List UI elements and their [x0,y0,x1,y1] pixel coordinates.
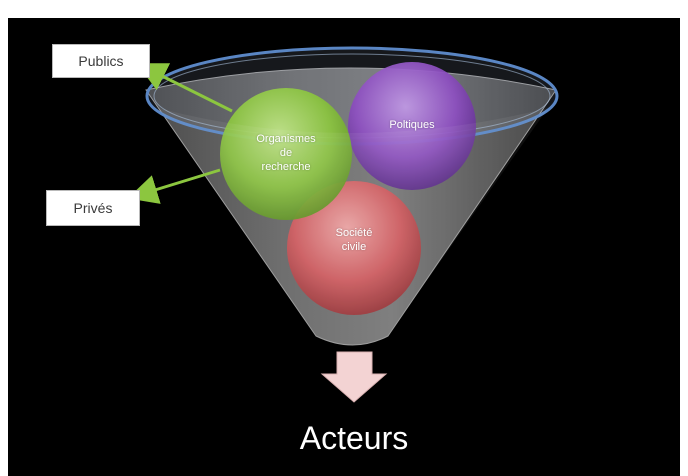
circle-societe-label: Société civile [335,227,373,253]
label-publics: Publics [52,44,150,78]
circle-politiques-label: Poltiques [389,119,435,131]
down-arrow-icon [320,351,388,403]
label-publics-text: Publics [78,53,124,69]
circle-organismes [220,88,352,220]
funnel-diagram [127,46,559,403]
arrow-publics [136,63,233,113]
arrow-prives [127,168,221,204]
result-label: Acteurs [299,420,409,456]
circle-organismes-label: Organismes de recherche [256,133,316,173]
circle-societe-civile [287,181,421,315]
circle-politiques [348,62,476,190]
diagram-slide: Publics Privés Organismes de recherche P… [8,18,680,476]
label-prives: Privés [46,190,140,226]
label-prives-text: Privés [73,200,113,216]
